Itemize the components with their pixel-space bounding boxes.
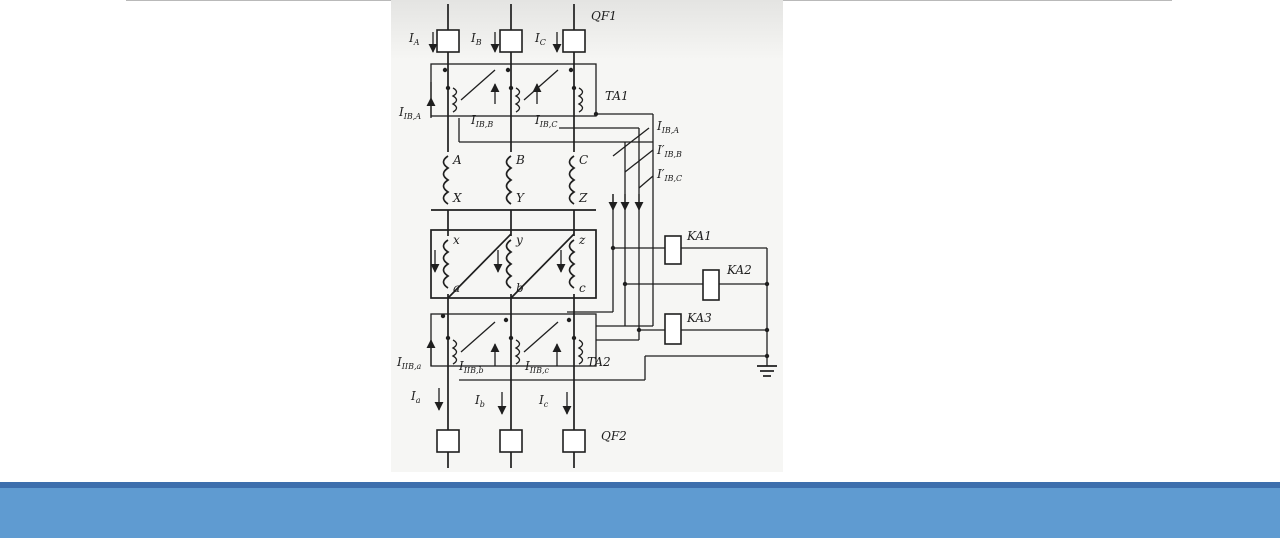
- ta1-label: TA1: [605, 89, 629, 103]
- ct2-current-b: IIIB,b: [458, 359, 484, 375]
- secondary-line-currents: Ia Ib Ic: [410, 388, 572, 415]
- relay-ka3-label: KA3: [686, 311, 712, 325]
- breaker-qf2: [436, 429, 586, 453]
- primary-line-currents: IA IB IC: [408, 31, 562, 53]
- ground-icon: [757, 365, 777, 377]
- winding-start-z2: z: [578, 233, 586, 247]
- current-ia: IA: [408, 31, 420, 47]
- current-ia-secondary: Ia: [410, 389, 421, 405]
- ct1-current-a: IIB,A: [398, 105, 421, 121]
- current-ib: IB: [470, 31, 482, 47]
- current-ic-secondary: Ic: [538, 393, 549, 409]
- footer-edge: [0, 482, 1280, 488]
- scan-background: [391, 0, 783, 472]
- relay-ka1-label: KA1: [686, 229, 712, 243]
- bus-current-a: IIB,A: [656, 119, 679, 135]
- current-ib-secondary: Ib: [474, 393, 485, 409]
- current-transformer-ta1: [426, 63, 653, 143]
- bus-current-b: I′IB,B: [656, 143, 682, 159]
- breaker-qf1: [436, 29, 586, 53]
- relay-ka2: [702, 269, 720, 301]
- winding-start-a: A: [452, 153, 462, 167]
- winding-end-a2: a: [453, 281, 460, 295]
- protection-circuit-diagram: QF1 IA IB IC TA1 IIB,A IIB,B IIB,C: [396, 4, 777, 468]
- ct1-current-c: IIB,C: [534, 113, 557, 129]
- winding-start-x2: x: [453, 233, 460, 247]
- primary-windings: [431, 152, 596, 211]
- winding-end-y: Y: [516, 191, 525, 205]
- relay-ka1: [664, 235, 682, 265]
- winding-start-b: B: [515, 153, 525, 167]
- winding-end-x: X: [452, 191, 462, 205]
- bus-current-c: I′IB,C: [656, 167, 682, 183]
- ct1-current-b: IIB,B: [470, 113, 493, 129]
- relay-ka3: [664, 313, 682, 345]
- winding-start-c: C: [579, 153, 588, 167]
- winding-start-y2: y: [515, 233, 523, 247]
- relay-ka2-label: KA2: [726, 263, 752, 277]
- ct2-current-c: IIIB,c: [524, 359, 549, 375]
- ct2-current-a: IIIB,a: [396, 355, 421, 371]
- winding-end-c2: c: [579, 281, 586, 295]
- relays: [610, 235, 770, 366]
- ta2-label: TA2: [587, 355, 611, 369]
- relay-bus: [559, 113, 654, 340]
- current-ic: IC: [534, 31, 546, 47]
- footer-bar: [0, 482, 1280, 538]
- winding-end-b2: b: [516, 281, 524, 295]
- secondary-windings: [430, 229, 597, 299]
- current-transformer-ta2: [426, 311, 767, 381]
- winding-end-z: Z: [578, 191, 588, 205]
- breaker-qf1-label: QF1: [591, 9, 617, 23]
- breaker-qf2-label: QF2: [601, 429, 627, 443]
